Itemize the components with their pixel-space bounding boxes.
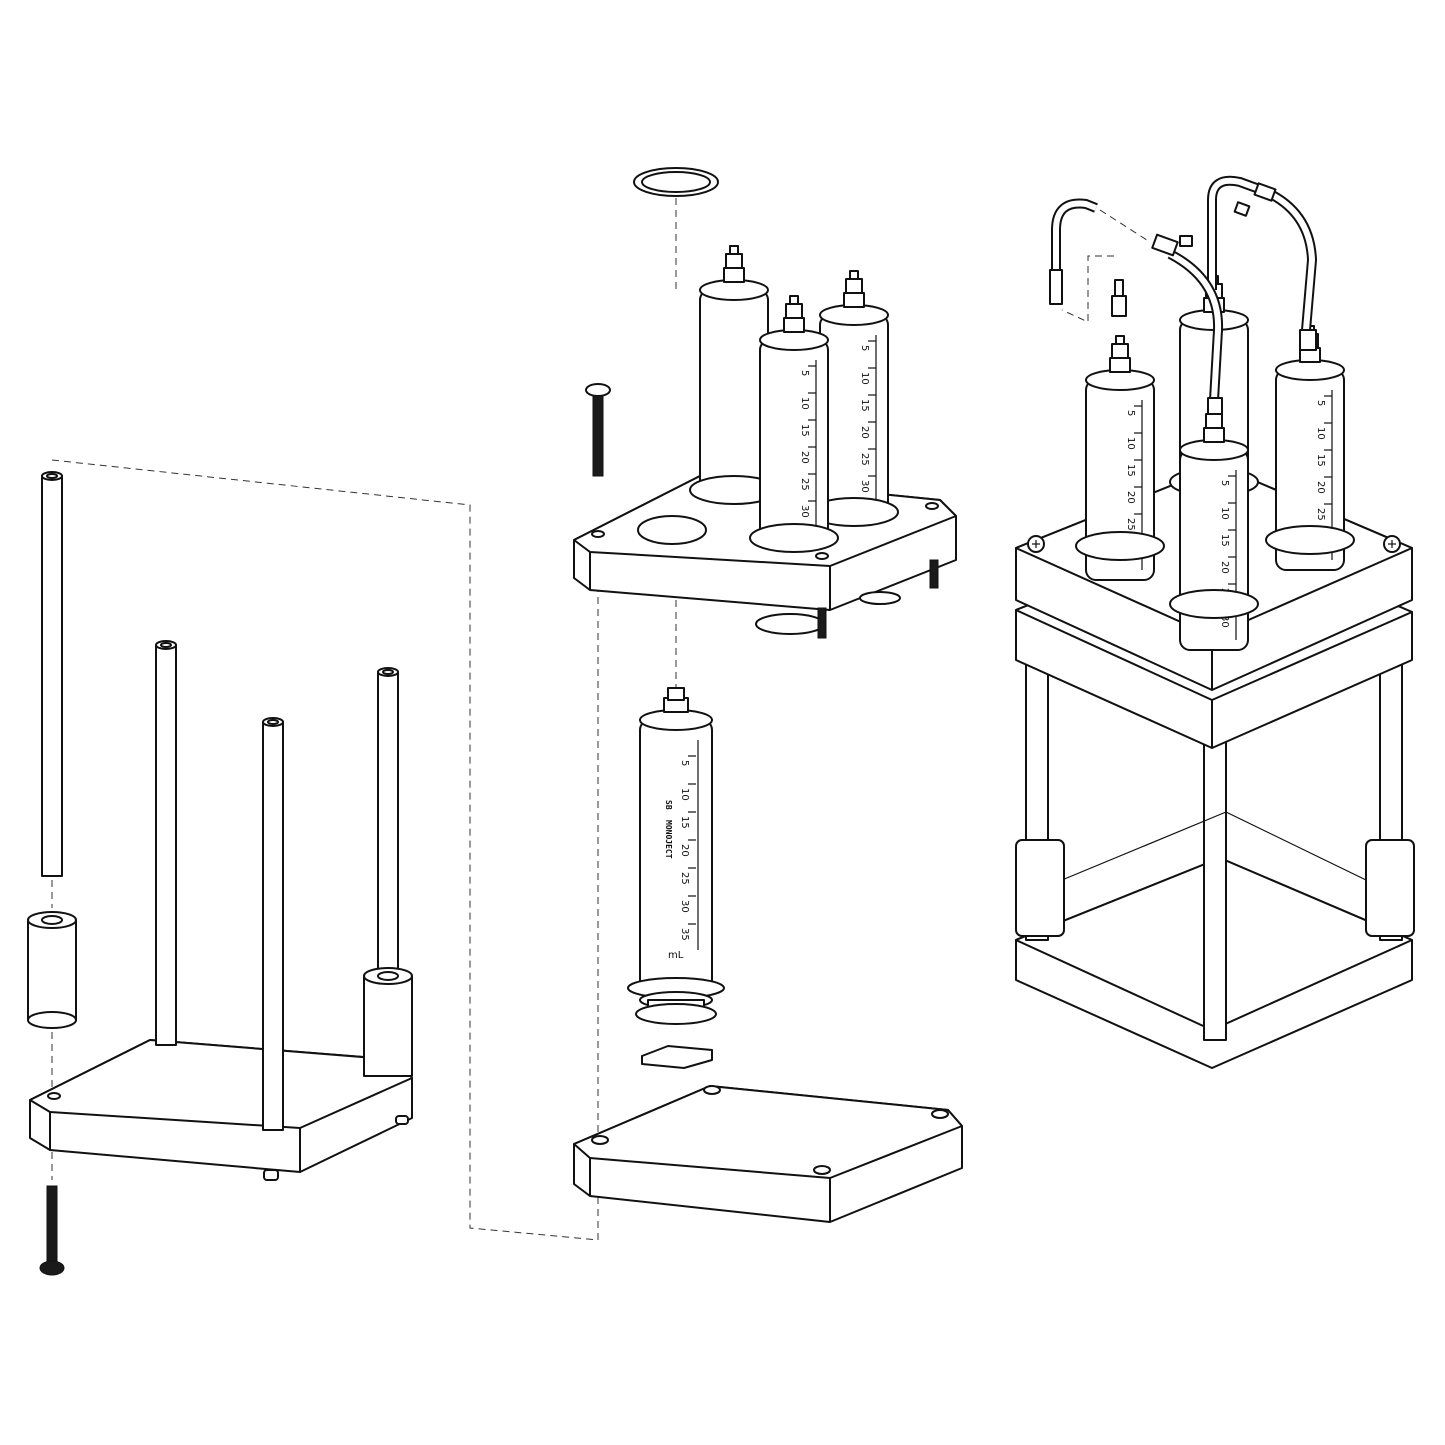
middle-assembly: 5 10 15 20 25 30 5 10 15 20 25 30 5 10 15 20 25 30 35 mL… [573, 167, 963, 1223]
syringe-icon: 5 10 15 20 25 30 35 mL MONOJECT SB [627, 687, 725, 1025]
graduation-label: 10 [1219, 507, 1230, 520]
graduation-label: 25 [859, 453, 870, 466]
graduation-label: 30 [859, 480, 870, 493]
graduation-label: 5 [1315, 400, 1326, 406]
graduation-label: 10 [799, 397, 810, 410]
screw-icon [585, 383, 611, 477]
graduation-label: 25 [799, 478, 810, 491]
base-post-with-sleeve [363, 667, 413, 1077]
graduation-label: 10 [679, 788, 690, 801]
graduation-label: 5 [679, 760, 690, 766]
graduation-label: 15 [799, 424, 810, 437]
frame-post [1203, 699, 1227, 1041]
graduation-label: 20 [679, 844, 690, 857]
bottom-plate [573, 1085, 963, 1223]
syringe-barrel [699, 245, 769, 501]
graduation-label: 10 [1315, 427, 1326, 440]
unit-label: mL [668, 950, 684, 961]
spacer-sleeve [1015, 839, 1065, 937]
graduation-label: 30 [1219, 615, 1230, 628]
graduation-label: 30 [799, 505, 810, 518]
graduation-label: 10 [1125, 437, 1136, 450]
fitting-icon [1111, 182, 1317, 415]
graduation-label: 25 [679, 872, 690, 885]
graduation-label: 5 [1219, 480, 1230, 486]
syringe-icon: 5 10 15 20 25 30 [819, 270, 889, 516]
graduation-label: 5 [799, 370, 810, 376]
graduation-label: 5 [1125, 410, 1136, 416]
graduation-label: 20 [799, 451, 810, 464]
spacer-sleeve [1365, 839, 1415, 937]
assembly-guide-line [51, 459, 599, 1241]
graduation-label: 20 [1315, 481, 1326, 494]
gasket-pad [641, 1045, 713, 1069]
loose-post [41, 471, 63, 877]
left-base-plate [29, 1039, 413, 1181]
graduation-label: 20 [1219, 561, 1230, 574]
brand-label: MONOJECT [664, 820, 673, 859]
graduation-label: 25 [1315, 508, 1326, 521]
graduation-label: 10 [859, 372, 870, 385]
spacer-sleeve [27, 911, 77, 1029]
graduation-label: 15 [679, 816, 690, 829]
graduation-label: 5 [859, 345, 870, 351]
graduation-label: 15 [1219, 534, 1230, 547]
graduation-label: 15 [1315, 454, 1326, 467]
base-post [262, 717, 284, 1131]
screw-icon [39, 1185, 65, 1276]
graduation-label: 20 [1125, 491, 1136, 504]
syringe-icon: 5 10 15 20 25 30 [759, 295, 829, 541]
graduation-label: 15 [859, 399, 870, 412]
graduation-label: 25 [1125, 518, 1136, 531]
graduation-label: 20 [859, 426, 870, 439]
graduation-label: 15 [1125, 464, 1136, 477]
left-base-assembly [27, 459, 599, 1276]
base-post [155, 640, 177, 1046]
o-ring-icon [633, 167, 719, 197]
logo-label: SB [664, 800, 673, 810]
graduation-label: 35 [679, 928, 690, 941]
graduation-label: 30 [679, 900, 690, 913]
